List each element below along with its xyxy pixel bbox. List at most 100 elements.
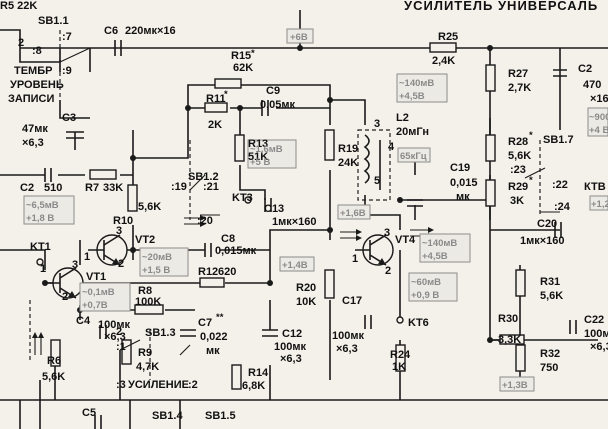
c7-label: C7	[198, 317, 212, 329]
r8-value: 100K	[135, 296, 161, 308]
c19-value2: мк	[456, 191, 470, 203]
vt1-pin-1: 1	[40, 263, 46, 275]
pin-24: :24	[554, 201, 571, 213]
reading-18v: +1,8 В	[26, 213, 54, 224]
pin-2: 2	[18, 37, 24, 49]
r29-star: *	[529, 175, 533, 186]
c3-value2: ×6,3	[22, 137, 44, 149]
r9-value: 4,7K	[136, 361, 159, 373]
r27-symbol	[485, 64, 496, 92]
c4-symbol	[99, 325, 107, 339]
schematic-title: УСИЛИТЕЛЬ УНИВЕРСАЛЬ	[404, 0, 598, 13]
junctions	[42, 45, 493, 343]
vt2-label: VT2	[135, 234, 155, 246]
r6-symbol	[50, 339, 61, 367]
c17-symbol	[364, 315, 372, 329]
c6-value: 220мк×16	[125, 25, 176, 37]
r28-label: R28	[508, 136, 528, 148]
r19-value: 24K	[338, 157, 358, 169]
pin-22: :22	[552, 179, 568, 191]
r11-star: *	[224, 89, 228, 100]
c22-label: C22	[584, 314, 604, 326]
r12-symbol	[199, 277, 225, 288]
r10-label: R10	[113, 215, 133, 227]
c4-label: C4	[76, 315, 91, 327]
r28-symbol	[485, 134, 496, 162]
r5-label: R5 22K	[0, 0, 37, 12]
r25-value: 2,4K	[432, 55, 455, 67]
c20-value: 1мк×160	[520, 235, 565, 247]
r28-star: *	[529, 130, 533, 141]
c5-label: C5	[82, 407, 96, 419]
r15-star: *	[251, 48, 255, 59]
r15-label: R15	[231, 50, 251, 62]
c13-label: C13	[264, 203, 284, 215]
reading-01mv: ~0,1мВ	[82, 287, 115, 298]
c13-value: 1мк×160	[272, 216, 317, 228]
pin-19: :19	[171, 181, 187, 193]
r13-value: 51K	[248, 151, 268, 163]
c6-label: C6	[104, 25, 118, 37]
r30-value: 3,3K	[498, 334, 521, 346]
pin-21: :21	[203, 181, 219, 193]
ktv-label: КТВ	[584, 181, 606, 193]
c13-symbol	[264, 198, 272, 212]
c8-label: C8	[221, 233, 235, 245]
reading-13v: +1,3В	[502, 380, 528, 391]
reading-4v: +4 В	[589, 125, 608, 136]
reading-07v: +0,7В	[82, 300, 108, 311]
r14-value: 6,8K	[242, 380, 265, 392]
r14-label: R14	[248, 367, 269, 379]
r12-label: R12	[198, 266, 218, 278]
pin-labels: 2 :8 :7 :9 :19 :21 :20 3 4 5 :22 :23 :24…	[18, 31, 571, 391]
r29-label: R29	[508, 181, 528, 193]
transistors	[45, 234, 394, 299]
c2-value: 510	[44, 182, 62, 194]
resistors	[50, 42, 526, 390]
vt1-pin-2: 2	[62, 291, 68, 303]
kt6-point	[396, 316, 404, 324]
r20-symbol	[324, 269, 335, 299]
kt6-label: KT6	[408, 317, 429, 329]
reading-12: +1,2	[591, 199, 608, 210]
r6-label: R6	[47, 355, 61, 367]
vt4-pin-1: 1	[352, 253, 358, 265]
r12-value: 620	[218, 266, 236, 278]
c12-value2: ×6,3	[280, 353, 302, 365]
c2-top-value1: 470	[583, 79, 601, 91]
r13-symbol	[234, 134, 245, 162]
r25-symbol	[429, 42, 457, 53]
kt1-label: KT1	[30, 241, 51, 253]
vt4-symbol	[355, 234, 394, 266]
c20-label: C20	[537, 218, 557, 230]
c12-symbol	[262, 329, 278, 337]
reading-09v: +0,9 В	[411, 290, 439, 301]
pin-8: :8	[32, 45, 42, 57]
vt1-pin-3: 3	[72, 259, 78, 271]
c22-symbol	[569, 320, 577, 334]
sb13-pin-3: :3	[116, 379, 126, 391]
c17-value2: ×6,3	[336, 343, 358, 355]
r14-symbol	[231, 364, 242, 390]
r10-symbol	[127, 184, 138, 212]
vt2-pin-3: 3	[116, 225, 122, 237]
timbre-line1: ТЕМБР	[14, 65, 52, 77]
sb17-label: SB1.7	[543, 134, 574, 146]
r24-symbol	[395, 344, 406, 372]
c7-value2: мк	[206, 345, 220, 357]
sb12-label: SB1.2	[188, 171, 219, 183]
r25-label: R25	[438, 31, 458, 43]
pin-7: :7	[62, 31, 72, 43]
r24-label: R24	[390, 349, 411, 361]
l2-value: 20мГн	[396, 126, 429, 138]
c6-symbol	[114, 40, 122, 56]
reading-boxes	[23, 28, 608, 392]
c2-top-value2: ×16	[590, 93, 608, 105]
r20-value: 10K	[296, 296, 316, 308]
l2-pin-3: 3	[374, 118, 380, 130]
c4-value1: 100мк	[98, 319, 130, 331]
r30-label: R30	[498, 313, 518, 325]
r29-value: 3K	[510, 195, 524, 207]
voltage-readings: +6В ~140мВ +4,5В ~900 +4 В ~6,5мВ +1,8 В…	[26, 32, 608, 391]
c9-symbol	[261, 100, 269, 116]
